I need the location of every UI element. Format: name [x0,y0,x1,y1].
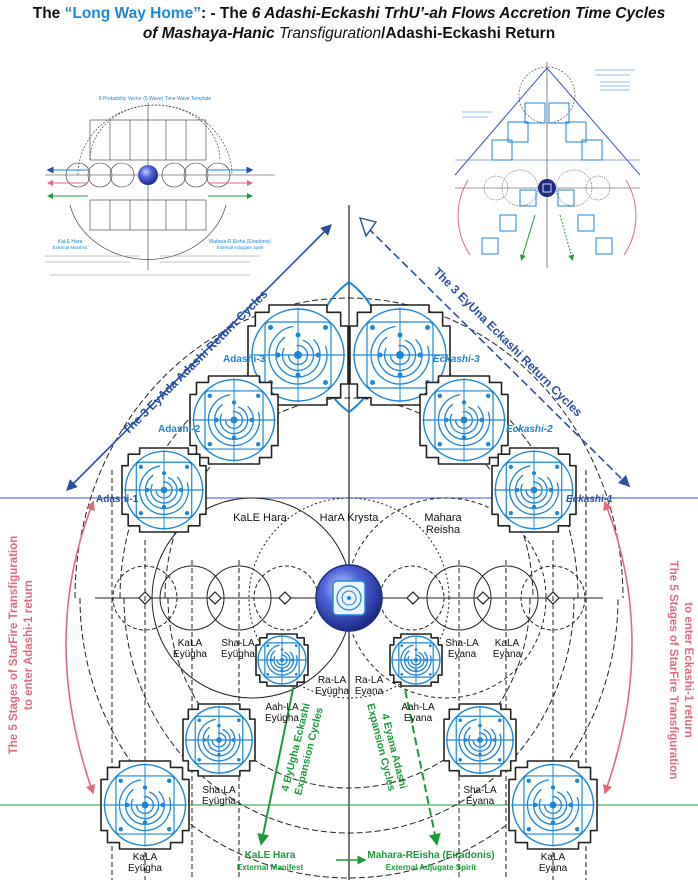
ra-eyana-label-2: Eyana [355,686,384,697]
adashi-1-label: Adashi-1 [96,494,139,505]
left-stages-label-2: to enter Adashi-1 return [23,580,35,710]
node-adashi-3 [247,304,349,406]
kala-eyugha-label-1: KaLA [178,638,203,649]
shala-eyugha-lower-label-2: Eyügha [202,796,236,807]
node-eckashi-2 [419,375,509,465]
ra-eyugha-label-1: Ra-LA [318,675,347,686]
shala-eyana-lower-label-1: Sha-LA [463,785,497,796]
mahara-label-2: Reisha [426,524,461,536]
eckashi-2-label: Eckashi-2 [506,424,553,435]
title-line2-italic: of Mashaya-Hanic [142,25,279,42]
mahara-reisha-circle [345,497,547,699]
node-kala-eyana-lower [508,760,598,850]
node-adashi-1 [121,447,207,533]
stage-diamonds [138,591,560,605]
title-line-2: of Mashaya-Hanic Transfiguration/Adashi-… [0,24,698,44]
node-eckashi-1 [491,447,577,533]
title-highlight: “Long Way Home” [64,5,201,22]
title-line-1: The “Long Way Home”: - The 6 Adashi-Ecka… [0,4,698,24]
spiral-nodes [100,304,598,850]
inset-orb [138,165,158,185]
aah-eyugha-label-2: Eyügha [265,713,299,724]
title-line1-italic: 6 Adashi-Eckashi TrhU’-ah Flows Accretio… [251,5,666,22]
node-shala-eyana-lower [443,703,517,777]
title-prefix: The [32,5,65,22]
shala-eyana-label-1: Sha-LA [445,638,479,649]
node-eckashi-3 [349,304,451,406]
inset-time-wave-template: 8 Probability Vector (5 Wave) Time Wave … [45,96,275,276]
title-line2-end: /Adashi-Eckashi Return [381,25,556,42]
kala-eyugha-lower-label-1: KaLA [133,852,158,863]
hara-krysta-circle [248,497,450,699]
eckashi-3-label: Eckashi-3 [433,354,480,365]
node-labels: Adashi-1 Adashi-2 Adashi-3 Eckashi-1 Eck… [96,354,613,505]
inset-heading: 8 Probability Vector (5 Wave) Time Wave … [99,96,212,102]
title-line2-plain: Transfiguration [278,25,382,42]
shala-eyana-label-2: Eyana [448,649,477,660]
bottom-labels: KaLE Hara External Manifest Mahara-REish… [237,850,495,872]
node-aah-eyana [389,633,443,687]
inset-foot-right-2: External Adjugate Spirit [217,245,265,250]
adashi-3-label: Adashi-3 [223,354,266,365]
aah-eyana-label-1: Aah-LA [401,702,435,713]
hara-krysta-label: HarA Krysta [320,512,380,524]
node-aah-eyugha [255,633,309,687]
kala-eyugha-label-2: Eyügha [173,649,207,660]
kala-eyugha-lower-label-2: Eyügha [128,863,162,874]
kala-eyana-label-2: Eyana [493,649,522,660]
mahara-label-1: Mahara [424,512,462,524]
kale-hara-label: KaLE Hara [233,512,288,524]
shala-eyana-lower-label-2: Eyana [466,796,495,807]
left-stages-label-1: The 5 Stages of StarFire Transfiguration [8,536,20,755]
inset-miniature-diagram [454,62,641,268]
kala-eyana-lower-label-2: Eyana [539,863,568,874]
aah-eyugha-label-1: Aah-LA [265,702,299,713]
kala-eyana-lower-label-1: KaLA [541,852,566,863]
kala-eyana-label-1: KaLA [495,638,520,649]
ra-eyugha-label-2: Eyügha [315,686,349,697]
eckashi-1-label: Eckashi-1 [566,494,613,505]
adashi-2-label: Adashi-2 [158,424,201,435]
shala-eyugha-label-1: Sha-LA [221,638,255,649]
open-arrowhead-icon [358,217,378,238]
node-kala-eyugha-lower [100,760,190,850]
central-orb [315,564,383,632]
circle-labels: KaLE Hara HarA Krysta Mahara Reisha [233,512,462,536]
bottom-left-title: KaLE Hara [245,850,296,861]
node-shala-eyugha-lower [182,703,256,777]
inset-foot-left-2: External Manifest [53,245,89,250]
bottom-left-subtitle: External Manifest [237,863,304,872]
shala-eyugha-label-2: Eyügha [221,649,255,660]
right-stages-label-2: to enter Eckashi-1 return [682,602,694,737]
ra-eyana-label-1: Ra-LA [355,675,384,686]
page-title: The “Long Way Home”: - The 6 Adashi-Ecka… [0,4,698,44]
adashi-return-arrow [66,224,332,491]
bottom-right-title: Mahara-REisha (Eiradonis) [367,850,494,861]
eckashi-return-arrow [367,227,631,488]
bottom-right-subtitle: External Adjugate Spirit [386,863,477,872]
aah-eyana-label-2: Eyana [404,713,433,724]
node-adashi-2 [189,375,279,465]
shala-eyugha-lower-label-1: Sha-LA [202,785,236,796]
title-separator: : - The [200,5,252,22]
right-stages-label-1: The 5 Stages of StarFire Transfiguration [667,561,679,780]
stage-labels: KaLA Eyügha Sha-LA Eyügha Aah-LA Eyügha … [128,638,568,874]
red-stage-arrows [65,500,633,795]
